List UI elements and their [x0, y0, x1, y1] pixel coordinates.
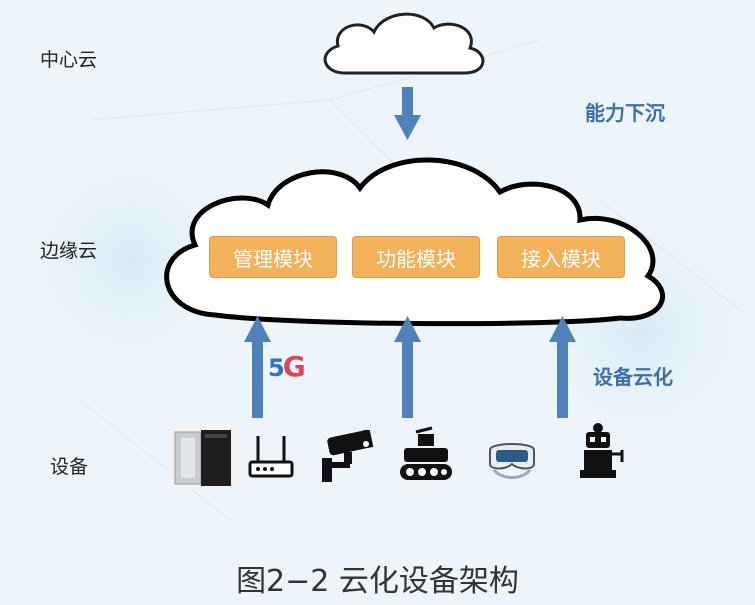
5g-logo-g: G	[282, 350, 306, 383]
management-module-box: 管理模块	[209, 236, 337, 278]
capability-down-label: 能力下沉	[585, 101, 665, 125]
tracked-robot-icon	[400, 426, 452, 480]
figure-caption: 图2−2 云化设备架构	[236, 564, 519, 599]
edge-cloud-label: 边缘云	[40, 240, 98, 262]
central-cloud-shape	[323, 12, 485, 75]
device-up-arrow	[244, 316, 271, 418]
vr-headset-icon	[489, 443, 535, 479]
server-icon	[167, 424, 239, 490]
robot-icon	[580, 423, 624, 478]
access-module-box: 接入模块	[497, 236, 625, 278]
central-cloud-label: 中心云	[40, 49, 98, 71]
capability-down-arrow	[394, 87, 421, 140]
router-icon	[248, 436, 294, 478]
devices-label: 设备	[50, 456, 89, 478]
device-up-arrow	[394, 316, 421, 418]
background-glow	[0, 120, 270, 400]
device-cloudify-label: 设备云化	[593, 365, 673, 389]
5g-logo-five: 5	[268, 354, 285, 382]
function-module-box: 功能模块	[352, 236, 480, 278]
5g-logo: 5G	[268, 350, 306, 383]
device-up-arrow	[549, 316, 576, 418]
camera-icon	[322, 430, 374, 482]
